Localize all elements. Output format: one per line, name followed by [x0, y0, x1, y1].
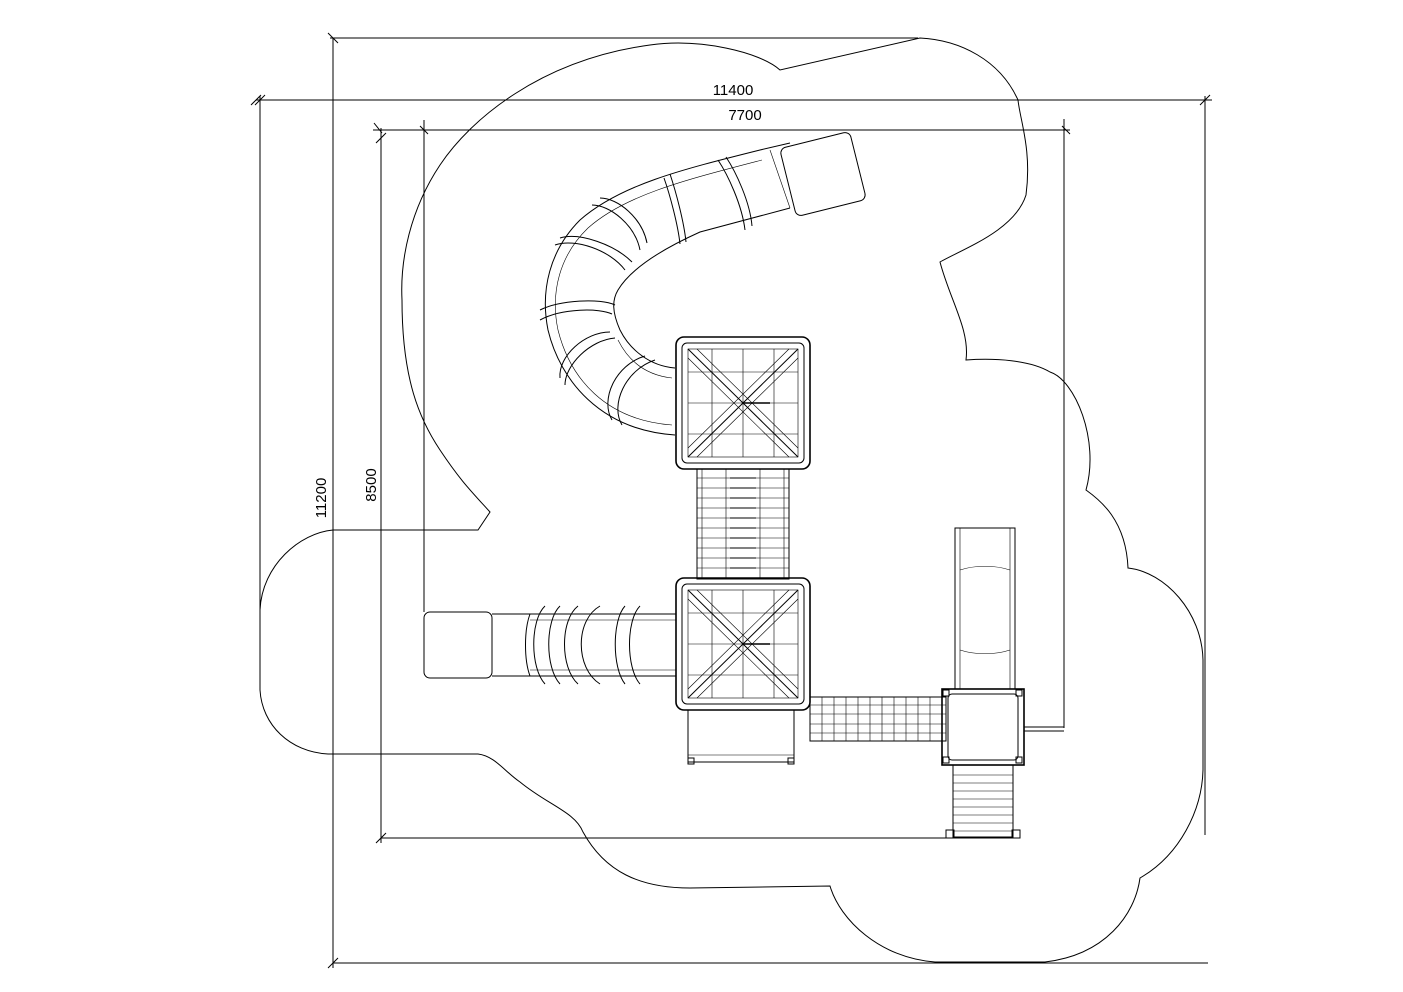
dimension-overall-width: 11400 [250, 82, 1212, 835]
dimension-inner-width-label: 7700 [728, 107, 761, 124]
dimension-overall-height: 11200 [254, 94, 1208, 969]
straight-tube-slide [423, 605, 676, 685]
curved-tube-slide [539, 132, 866, 436]
dimension-inner-height: 8500 [363, 128, 1020, 844]
upper-deck [675, 336, 811, 470]
safety-zone-outline [259, 37, 1204, 963]
dimension-overall-width-label: 11400 [713, 82, 754, 99]
lower-deck [675, 577, 811, 765]
side-bridge [809, 696, 947, 742]
dimension-overall-height-label: 11200 [313, 478, 330, 519]
deck-connector-bridge [696, 468, 790, 580]
dimension-top-extension [327, 32, 918, 968]
dimension-inner-width: 7700 [373, 107, 1071, 728]
dimension-inner-height-label: 8500 [363, 468, 380, 501]
right-tower [941, 527, 1064, 839]
